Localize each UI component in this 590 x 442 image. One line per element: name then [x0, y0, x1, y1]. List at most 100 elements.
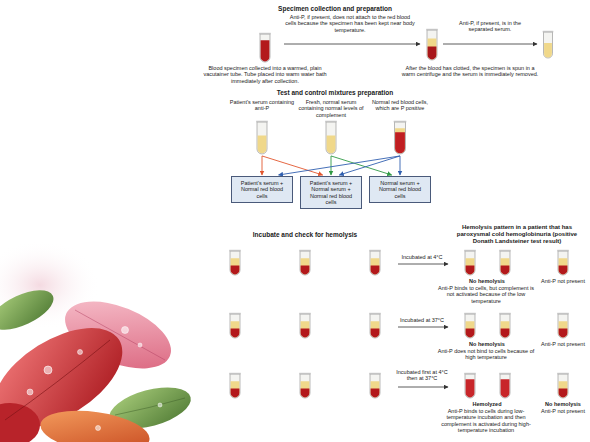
- water-drop: [96, 426, 101, 431]
- blood-layer: [501, 328, 510, 337]
- result-label: No hemolysis: [452, 341, 522, 347]
- tube-glass: [500, 251, 510, 275]
- mixture-label: Normal serum + Normal red blood cells: [373, 180, 427, 199]
- tube-rim: [557, 373, 569, 375]
- tube-rim: [499, 373, 511, 375]
- process-arrow: [284, 44, 420, 45]
- reagent-tube: Fresh, normal serum containing normal le…: [298, 99, 364, 155]
- section-heading: Specimen collection and preparation: [255, 5, 415, 12]
- tube-glass: [558, 251, 568, 275]
- test-tube: [557, 373, 569, 398]
- serum-layer: [301, 321, 310, 337]
- tube-rim: [543, 31, 554, 33]
- tube-glass: [257, 122, 267, 154]
- tube-glass: [427, 30, 437, 60]
- serum-layer: [231, 258, 240, 274]
- result-note: Anti-P not present: [540, 341, 586, 347]
- test-tube: [299, 313, 311, 338]
- result-note: Anti-P binds to cells, but complement is…: [436, 285, 536, 304]
- tube-glass: [230, 314, 240, 338]
- test-tube: [499, 313, 511, 338]
- tube-rim: [299, 250, 311, 252]
- result-note: Anti-P not present: [540, 278, 586, 284]
- tube-glass: [370, 374, 380, 398]
- serum-layer: [559, 258, 568, 274]
- blood-layer: [301, 388, 310, 397]
- tube-glass: [300, 374, 310, 398]
- result-note: Anti-P binds to cells during low-tempera…: [436, 408, 536, 433]
- incubation-note: Incubated first at 4°C then at 37°C: [396, 369, 448, 382]
- serum-layer: [559, 321, 568, 337]
- mixing-line: [279, 156, 400, 175]
- tube-rim: [557, 250, 569, 252]
- tube-glass: [395, 122, 406, 154]
- serum-layer: [501, 321, 510, 337]
- tube-rim: [369, 250, 381, 252]
- serum-layer: [327, 135, 336, 153]
- water-drop: [78, 350, 83, 355]
- tube-glass: [500, 374, 510, 398]
- result-heading: Hemolysis pattern in a patient that has …: [448, 224, 586, 245]
- water-drop: [138, 343, 142, 347]
- serum-layer: [371, 321, 380, 337]
- incubation-note: Incubated at 4°C: [396, 254, 448, 260]
- tube-rim: [325, 121, 337, 123]
- result-note: Anti-P does not bind to cells because of…: [436, 348, 536, 361]
- blood-layer: [466, 328, 475, 337]
- test-tube: [499, 250, 511, 275]
- result-label: No hemolysis: [452, 278, 522, 284]
- tube-glass: [465, 374, 475, 398]
- blood-layer: [501, 379, 510, 397]
- tube-glass: [500, 314, 510, 338]
- serum-layer: [428, 38, 437, 59]
- blood-layer: [466, 379, 475, 397]
- blood-layer: [371, 388, 380, 397]
- test-tube: [299, 250, 311, 275]
- step-note: Anti-P, if present, is in the separated …: [450, 20, 530, 33]
- tube-rim: [369, 313, 381, 315]
- blood-layer: [501, 265, 510, 274]
- test-tube: [394, 121, 407, 154]
- result-label: No hemolysis: [540, 401, 586, 407]
- leaf: [0, 282, 59, 338]
- tube-rim: [229, 250, 241, 252]
- serum-layer: [258, 135, 267, 153]
- test-tube: [369, 250, 381, 275]
- blood-layer: [301, 265, 310, 274]
- tube-rim: [394, 121, 407, 123]
- serum-layer: [466, 321, 475, 337]
- tube-rim: [259, 33, 271, 35]
- test-tube: [229, 373, 241, 398]
- tube-glass: [370, 251, 380, 275]
- process-arrow: [398, 264, 448, 265]
- mixing-line: [262, 156, 323, 175]
- blood-layer: [261, 40, 270, 61]
- flower-photo: [0, 240, 195, 442]
- test-tube: [543, 31, 554, 58]
- reagent-label: Normal red blood cells, which are P posi…: [367, 99, 433, 112]
- test-tube: [229, 313, 241, 338]
- blood-layer: [231, 328, 240, 337]
- serum-layer: [395, 128, 405, 153]
- incubation-note: Incubated at 37°C: [396, 317, 448, 323]
- test-tube: [259, 33, 271, 62]
- tube-glass: [465, 314, 475, 338]
- tube-rim: [229, 313, 241, 315]
- serum-layer: [501, 258, 510, 274]
- tube-glass: [230, 251, 240, 275]
- tube-glass: [300, 251, 310, 275]
- blood-layer: [231, 265, 240, 274]
- test-tube: [557, 250, 569, 275]
- step-note: After the blood has clotted, the specime…: [400, 65, 540, 78]
- blood-layer: [371, 265, 380, 274]
- blood-layer: [371, 328, 380, 337]
- result-note: Anti-P not present: [540, 408, 586, 414]
- tube-rim: [256, 121, 268, 123]
- test-tube: [464, 313, 476, 338]
- tube-rim: [299, 313, 311, 315]
- tube-glass: [558, 374, 568, 398]
- serum-layer: [371, 381, 380, 397]
- water-drop: [158, 403, 162, 407]
